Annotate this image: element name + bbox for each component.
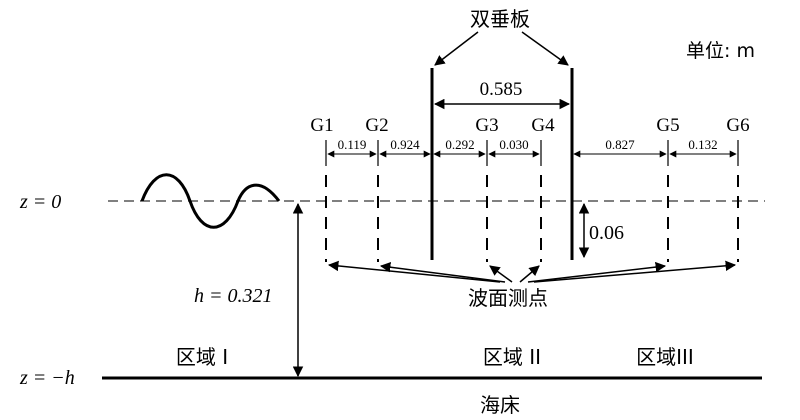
gap-g1-g2: 0.119: [338, 137, 367, 152]
region-1-label: 区域 I: [176, 345, 228, 369]
free-surface-label: z = 0: [19, 191, 61, 213]
gauge-label-g3: G3: [475, 115, 498, 136]
unit-label: 单位: m: [686, 40, 755, 62]
gap-plate-g5: 0.827: [605, 137, 635, 152]
water-depth-label: h = 0.321: [194, 285, 273, 307]
wave-points-label: 波面测点: [468, 286, 548, 310]
gap-g5-g6: 0.132: [688, 137, 717, 152]
gauge-label-g5: G5: [656, 115, 679, 136]
plate-pointer-left: [434, 31, 479, 66]
gauge-label-g4: G4: [531, 115, 555, 136]
plate-pointer-right: [521, 31, 569, 66]
seabed-label: 海床: [480, 393, 520, 417]
plate-draft-value: 0.06: [589, 222, 624, 244]
gap-g3-g4: 0.030: [499, 137, 528, 152]
region-3-label: 区域III: [636, 345, 694, 369]
gauge-label-g1: G1: [310, 115, 333, 136]
gap-g2-plate: 0.924: [390, 137, 420, 152]
seabed-z-label: z = −h: [19, 367, 75, 389]
plates-title: 双垂板: [470, 7, 530, 31]
region-2-label: 区域 II: [483, 345, 541, 369]
gauge-label-g2: G2: [365, 115, 388, 136]
wave-gauge-probes: [325, 175, 739, 262]
incident-wave: [140, 173, 281, 229]
plate-spacing-value: 0.585: [480, 79, 523, 100]
gap-plate-g3: 0.292: [445, 137, 474, 152]
gauge-label-g6: G6: [726, 115, 749, 136]
wave-point-pointers: [327, 260, 737, 283]
gauge-ticks: [325, 140, 739, 166]
